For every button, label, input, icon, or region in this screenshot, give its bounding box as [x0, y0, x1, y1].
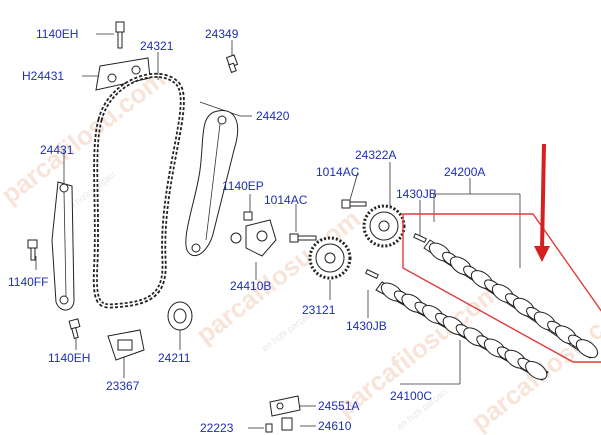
tensioner-23367 [107, 329, 145, 361]
highlight-box [402, 213, 601, 363]
bolt-22223 [265, 423, 273, 433]
label-24211: 24211 [158, 351, 191, 365]
chain-guide-24420 [185, 110, 239, 257]
label-1014ac-upper: 1014AC [316, 165, 360, 179]
ocv-24551a [269, 395, 301, 417]
label-24551a: 24551A [318, 399, 359, 413]
watermark-1: parcafilosu.com [0, 63, 171, 209]
bolt-1014ac-lower [289, 233, 317, 243]
valve-24610 [281, 417, 293, 431]
watermarks: parcafilosu.com en hızlı parçacı parcafi… [0, 63, 601, 435]
label-1430jb-lower: 1430JB [346, 319, 387, 333]
label-h24431: H24431 [22, 69, 64, 83]
label-24321: 24321 [140, 39, 174, 53]
label-23121: 23121 [302, 303, 336, 317]
cam-lobe [575, 339, 599, 359]
bolt-1140eh-bottom [68, 318, 81, 339]
bolt-24349 [225, 54, 239, 74]
bolt-1140ff [27, 239, 38, 261]
tensioner-arm-24431 [51, 181, 75, 311]
timing-chain-24321 [92, 72, 185, 309]
bolt-1014ac-upper [341, 199, 367, 209]
red-arrow-icon [534, 143, 550, 262]
leader-lines [35, 33, 521, 429]
bolt-1140eh-top [115, 21, 125, 49]
tensioner-24410b [230, 211, 277, 257]
label-1140eh-bottom: 1140EH [48, 351, 90, 365]
camshaft-24200a [423, 239, 599, 359]
camshaft-24100c [375, 281, 549, 381]
label-1140ep: 1140EP [222, 179, 264, 193]
label-24349: 24349 [205, 27, 239, 41]
label-24322a: 24322A [355, 148, 396, 162]
label-24431: 24431 [40, 143, 74, 157]
crank-sprocket-24211 [167, 301, 193, 331]
pin-1430jb-upper [413, 232, 427, 244]
label-24420: 24420 [256, 109, 290, 123]
label-1430jb-upper: 1430JB [396, 187, 437, 201]
pin-1430jb-lower [365, 268, 379, 280]
label-24100c: 24100C [390, 389, 432, 403]
label-1140eh-top: 1140EH [36, 27, 78, 41]
cam-sprocket-23121 [308, 236, 352, 280]
part-labels: 1140EH 24321 24349 H24431 24420 24431 24… [8, 27, 485, 435]
label-23367: 23367 [106, 379, 140, 393]
cam-lobe [525, 360, 548, 380]
label-24410b: 24410B [230, 279, 271, 293]
label-24200a: 24200A [444, 165, 485, 179]
label-1014ac-lower: 1014AC [264, 193, 308, 207]
label-22223: 22223 [200, 421, 234, 435]
cam-sprocket-24322a [362, 204, 406, 248]
label-1140ff: 1140FF [8, 275, 48, 289]
label-24610: 24610 [318, 419, 352, 433]
